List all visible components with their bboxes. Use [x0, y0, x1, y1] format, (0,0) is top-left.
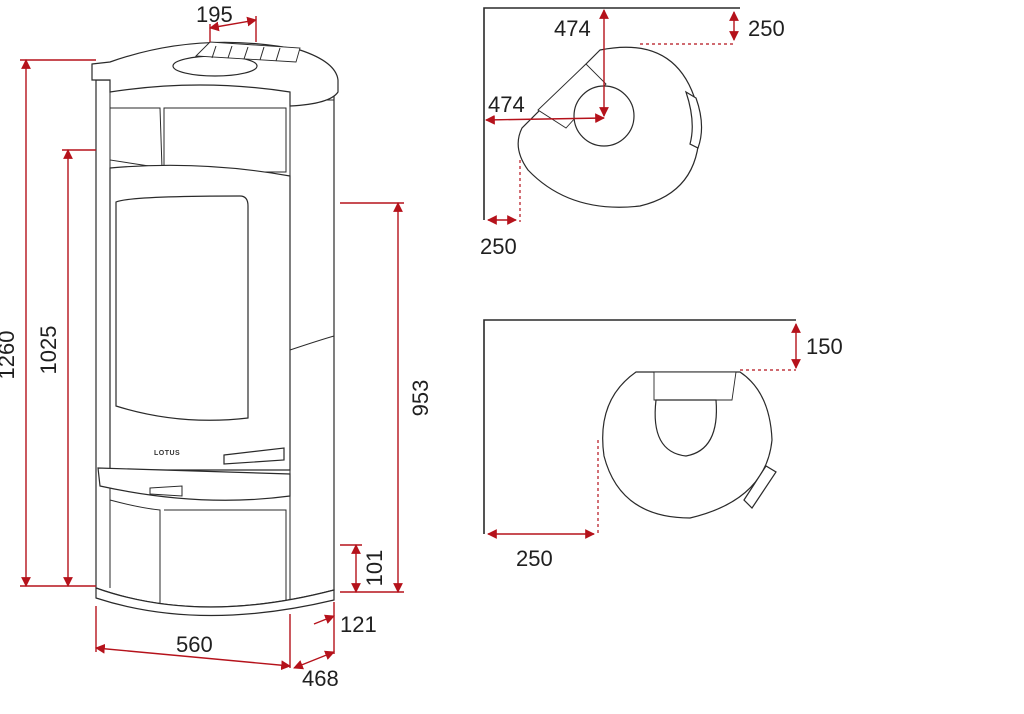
brand-logo: LOTUS: [154, 450, 180, 457]
front-dimensions: 1260 1025 953 101 121 560 468 195: [0, 2, 433, 691]
dim-outlet-height: 953: [408, 380, 433, 417]
dim-depth-offset: 121: [340, 612, 377, 637]
dim-line-width: [95, 643, 291, 671]
dim-door-height: 1025: [36, 326, 61, 375]
corner-dimensions: 474 474 250 250: [480, 9, 785, 259]
grille-slat: [275, 47, 281, 62]
dim-width: 560: [176, 632, 213, 657]
dim-clear-side-wall: 250: [516, 546, 553, 571]
grille-slat: [211, 45, 217, 59]
wall-handle: [743, 465, 777, 509]
grille-slat: [259, 46, 265, 61]
wall-flue: [654, 399, 718, 457]
dim-depth: 468: [302, 666, 339, 691]
ash-lever: [149, 485, 183, 497]
dim-base-height: 101: [362, 550, 387, 587]
dim-line-depth-offset: [313, 614, 335, 625]
dim-line-top-outlet: [209, 16, 257, 32]
door-glass: [115, 195, 249, 421]
dim-top-outlet: 195: [196, 2, 233, 27]
dim-clear-back: 150: [806, 334, 843, 359]
wall-grille: [653, 371, 737, 401]
dim-outlet-y: 474: [554, 16, 591, 41]
wall-dimensions: 150 250: [487, 323, 843, 571]
back-wall: [483, 319, 796, 534]
door-handle: [223, 447, 285, 465]
front-view: LOTUS: [91, 41, 339, 617]
corner-handle: [684, 90, 703, 149]
grille-slat: [227, 45, 233, 59]
wall-top-view: [483, 319, 796, 534]
grille-slat: [243, 46, 249, 60]
dim-outlet-x: 474: [488, 92, 525, 117]
top-grille: [194, 41, 301, 63]
base-plinth: [95, 587, 335, 617]
dim-line-depth: [293, 650, 335, 670]
ash-ledge: [97, 467, 291, 501]
lower-panel: [109, 499, 287, 610]
dim-clear-top: 250: [748, 16, 785, 41]
corner-top-view: [483, 7, 740, 220]
dim-clear-side: 250: [480, 234, 517, 259]
dim-total-height: 1260: [0, 331, 19, 380]
corner-wall: [483, 7, 740, 220]
dim-line-outlet-x: [485, 113, 605, 125]
